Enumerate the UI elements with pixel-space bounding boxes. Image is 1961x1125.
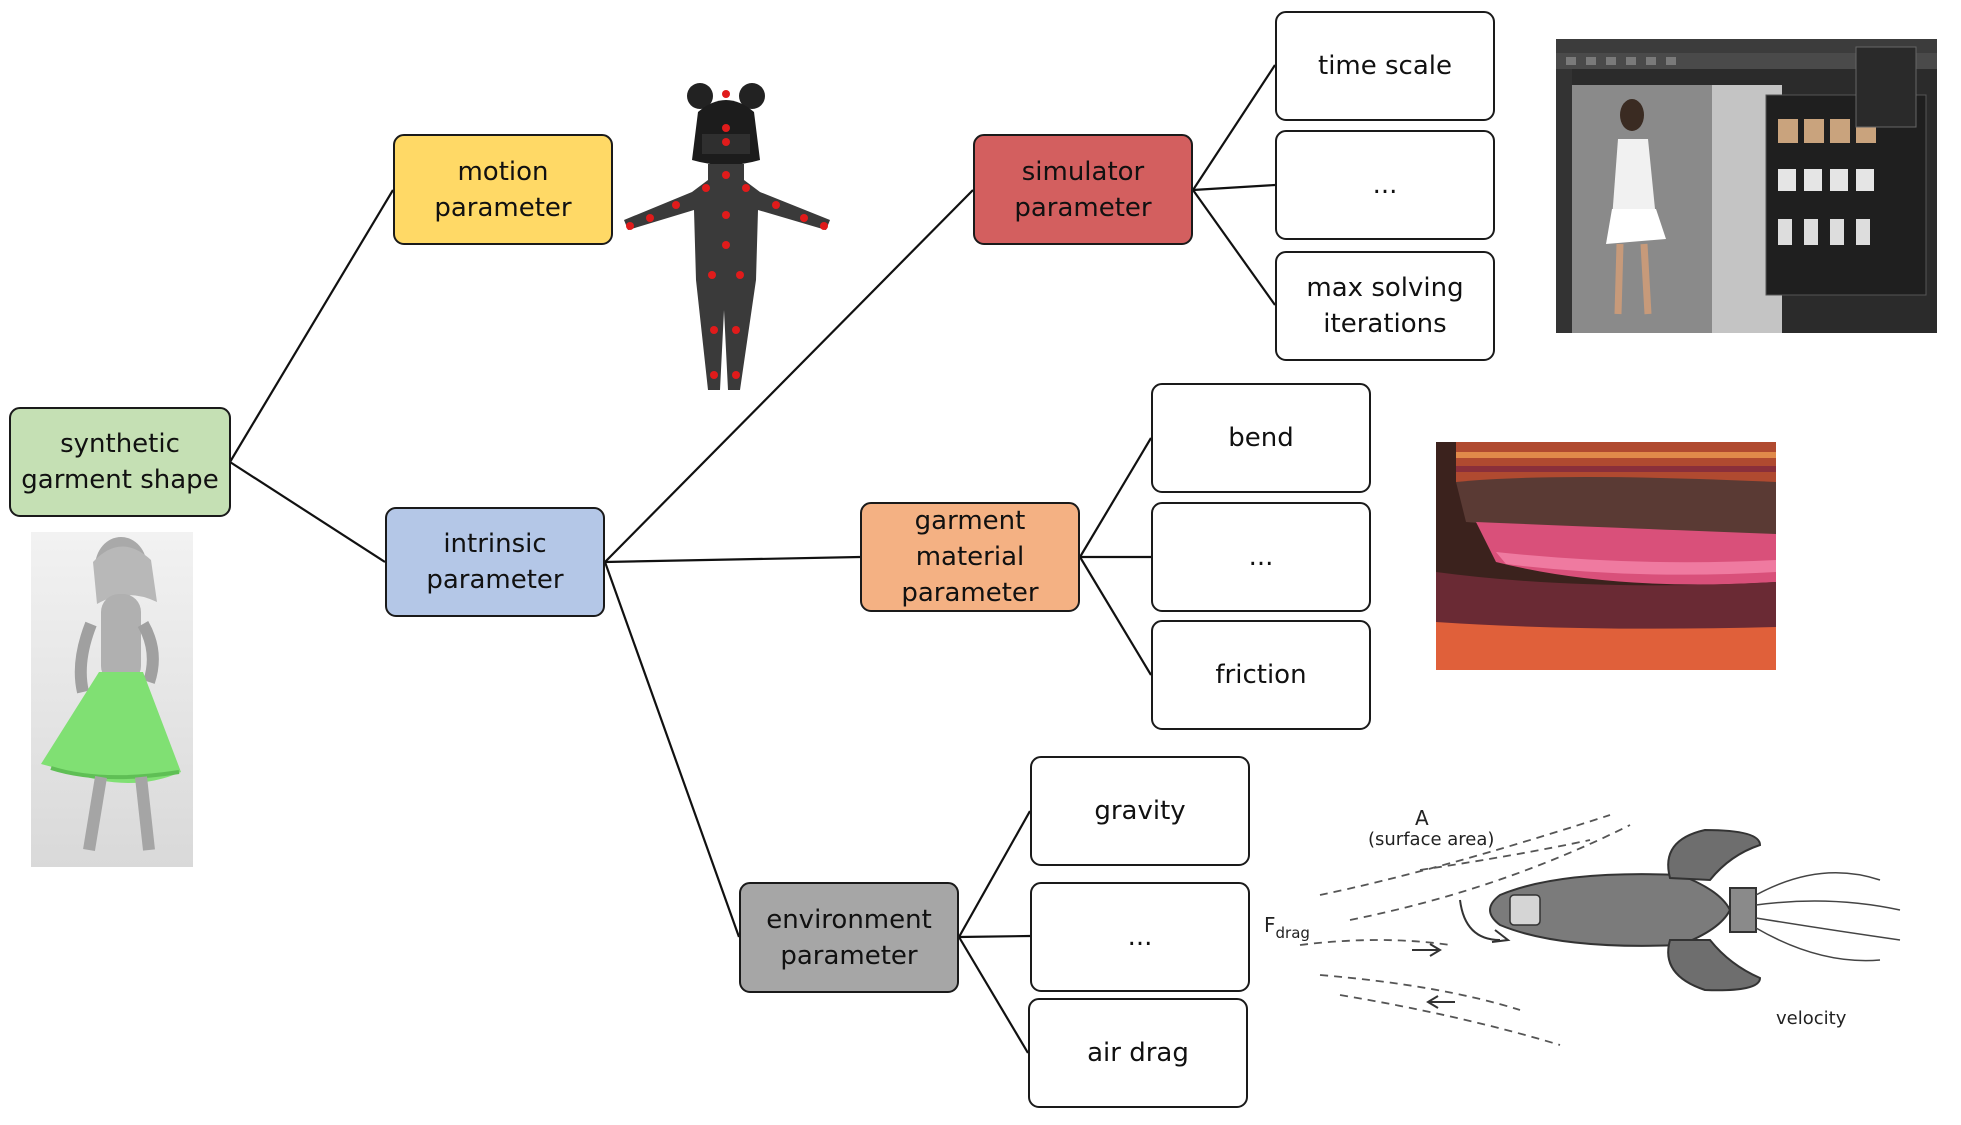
max-solving-iterations-label: max solving iterations: [1306, 273, 1464, 339]
environment-parameter-node: environment parameter: [739, 882, 959, 993]
fabric-photo-image: [1436, 442, 1776, 670]
material-parameter-label: garment material parameter: [901, 506, 1039, 608]
motion-parameter-node: motion parameter: [393, 134, 613, 245]
drag-force-label: Fdrag: [1264, 913, 1310, 942]
rocket-drag-drawing: A (surface area) Fdrag velocity: [1260, 800, 1960, 1060]
intrinsic-parameter-label: intrinsic parameter: [426, 529, 564, 595]
drag-force-subscript: drag: [1275, 924, 1310, 942]
environment-parameter-label: environment parameter: [766, 904, 932, 971]
skeleton-figure-image: [620, 80, 850, 400]
air-drag-node: air drag: [1028, 998, 1248, 1108]
bend-node: bend: [1151, 383, 1371, 493]
garment-figure-image: [31, 532, 193, 867]
max-solving-iterations-node: max solving iterations: [1275, 251, 1495, 361]
drag-force-symbol: F: [1264, 913, 1276, 937]
root-label: synthetic garment shape: [21, 429, 219, 495]
material-ellipsis-node: ...: [1151, 502, 1371, 612]
simulator-screenshot-image: [1556, 39, 1937, 333]
velocity-label: velocity: [1776, 1008, 1847, 1029]
friction-label: friction: [1215, 660, 1307, 690]
time-scale-label: time scale: [1318, 51, 1452, 81]
environment-ellipsis-node: ...: [1030, 882, 1250, 992]
root-node: synthetic garment shape: [9, 407, 231, 517]
environment-ellipsis-label: ...: [1127, 922, 1153, 952]
surface-area-label: (surface area): [1368, 829, 1495, 850]
intrinsic-parameter-node: intrinsic parameter: [385, 507, 605, 617]
simulator-parameter-node: simulator parameter: [973, 134, 1193, 245]
gravity-node: gravity: [1030, 756, 1250, 866]
friction-node: friction: [1151, 620, 1371, 730]
air-drag-label: air drag: [1087, 1038, 1189, 1068]
bend-label: bend: [1228, 423, 1294, 453]
material-ellipsis-label: ...: [1248, 542, 1274, 572]
simulator-ellipsis-node: ...: [1275, 130, 1495, 240]
simulator-ellipsis-label: ...: [1372, 170, 1398, 200]
gravity-label: gravity: [1094, 796, 1186, 826]
simulator-parameter-label: simulator parameter: [1014, 156, 1152, 223]
material-parameter-node: garment material parameter: [860, 502, 1080, 612]
time-scale-node: time scale: [1275, 11, 1495, 121]
motion-parameter-label: motion parameter: [434, 156, 572, 223]
area-symbol: A: [1415, 806, 1429, 830]
